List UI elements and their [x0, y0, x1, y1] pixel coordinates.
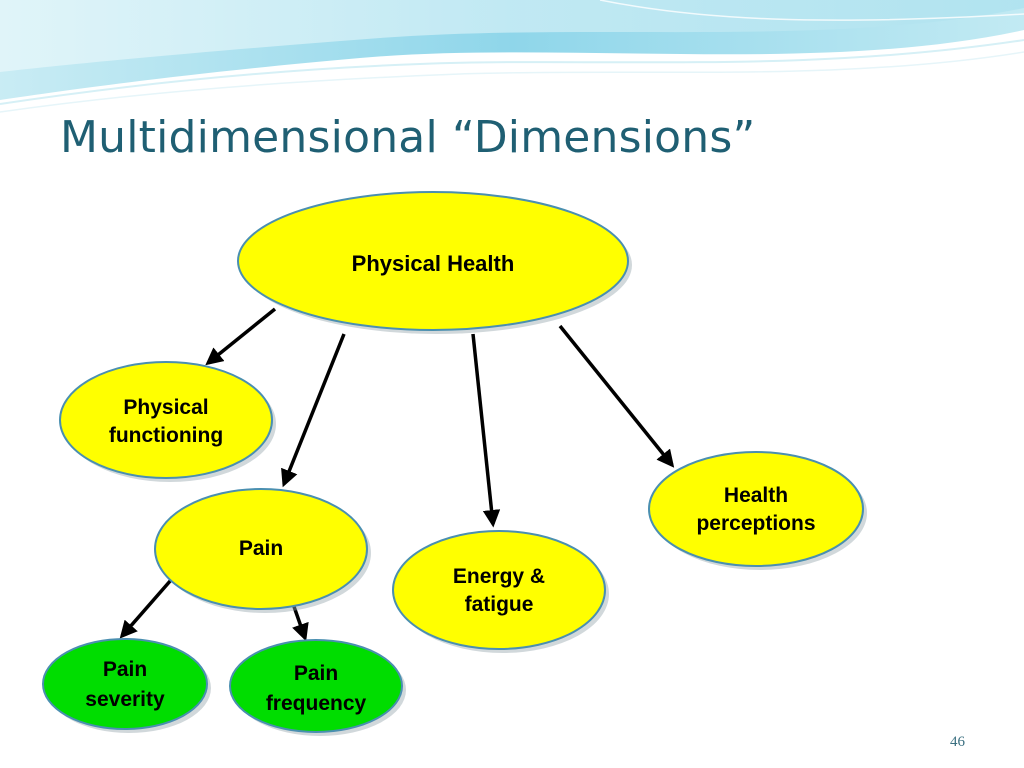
- node-pain-frequency: Pain frequency: [229, 639, 406, 736]
- node-label-pain: Pain: [239, 537, 283, 560]
- node-physical-functioning: Physical functioning: [59, 361, 276, 482]
- arrow-physical-health-to-energy-fatigue: [471, 333, 501, 528]
- page-number: 46: [950, 734, 965, 750]
- node-energy-fatigue: Energy & fatigue: [392, 530, 609, 653]
- node-label-health-perceptions-line-1: Health: [724, 484, 788, 507]
- arrow-physical-health-to-physical-functioning: [205, 307, 277, 366]
- node-label-energy-fatigue-line-1: Energy &: [453, 565, 545, 588]
- node-label-pain-severity-line-2: severity: [85, 688, 165, 711]
- slide-title: Multidimensional “Dimensions”: [60, 112, 756, 163]
- node-pain: Pain: [154, 488, 371, 613]
- header-wave: [0, 0, 1024, 113]
- node-label-physical-health: Physical Health: [352, 251, 515, 276]
- node-label-pain-frequency-line-1: Pain: [294, 662, 338, 685]
- node-label-pain-frequency-line-2: frequency: [266, 692, 367, 715]
- node-pain-severity: Pain severity: [42, 638, 211, 733]
- arrow-physical-health-to-pain: [281, 333, 346, 488]
- node-health-perceptions: Health perceptions: [648, 451, 867, 570]
- node-physical-health: Physical Health: [237, 191, 632, 334]
- arrow-pain-to-pain-severity: [119, 578, 173, 639]
- node-label-pain-severity-line-1: Pain: [103, 658, 147, 681]
- arrow-physical-health-to-health-perceptions: [558, 324, 675, 468]
- node-label-physical-functioning-line-2: functioning: [109, 424, 223, 447]
- node-label-physical-functioning-line-1: Physical: [123, 396, 208, 419]
- node-label-energy-fatigue-line-2: fatigue: [465, 593, 534, 616]
- node-label-health-perceptions-line-2: perceptions: [696, 512, 815, 535]
